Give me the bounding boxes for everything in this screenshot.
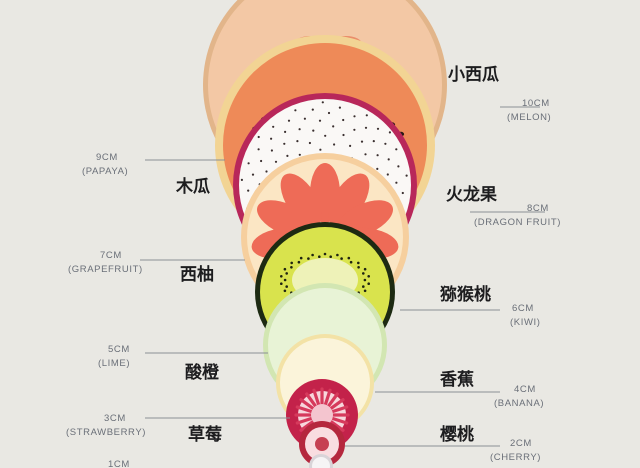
label-size-dragon-fruit: 8CM: [527, 203, 549, 214]
label-en-lime: (LIME): [98, 358, 130, 369]
label-blueberry: 1CM: [108, 459, 130, 468]
label-cn-papaya: 木瓜: [175, 176, 210, 197]
label-cn-grapefruit: 西柚: [180, 264, 214, 285]
label-size-banana: 4CM: [514, 384, 536, 395]
label-strawberry: 3CM (STRAWBERRY) 草莓: [66, 413, 222, 445]
label-cn-dragon-fruit: 火龙果: [446, 184, 497, 205]
label-cn-strawberry: 草莓: [188, 425, 222, 445]
blueberry-circle: [309, 454, 333, 468]
label-banana: 香蕉 4CM (BANANA): [440, 370, 544, 409]
label-cn-melon: 小西瓜: [448, 65, 499, 85]
label-lime: 5CM (LIME) 酸橙: [98, 344, 220, 383]
label-en-papaya: (PAPAYA): [82, 166, 128, 177]
label-en-kiwi: (KIWI): [510, 317, 541, 328]
label-kiwi: 猕猴桃 6CM (KIWI): [440, 284, 541, 328]
label-size-papaya: 9CM: [96, 152, 118, 163]
label-en-banana: (BANANA): [494, 398, 544, 409]
label-cn-lime: 酸橙: [185, 362, 220, 383]
label-en-dragon-fruit: (DRAGON FRUIT): [474, 217, 561, 228]
label-cn-banana: 香蕉: [440, 370, 474, 390]
label-size-lime: 5CM: [108, 344, 130, 355]
label-en-cherry: (CHERRY): [490, 452, 541, 463]
label-en-melon: (MELON): [507, 112, 551, 123]
label-size-melon: 10CM: [522, 98, 550, 109]
label-en-grapefruit: (GRAPEFRUIT): [68, 264, 143, 275]
leader-lines: [140, 106, 545, 447]
cherry-circle: [299, 421, 345, 467]
label-papaya: 9CM (PAPAYA) 木瓜: [82, 152, 210, 197]
label-en-strawberry: (STRAWBERRY): [66, 427, 146, 438]
label-size-cherry: 2CM: [510, 438, 532, 449]
label-size-kiwi: 6CM: [512, 303, 534, 314]
label-dragon-fruit: 火龙果 8CM (DRAGON FRUIT): [446, 184, 561, 228]
label-size-grapefruit: 7CM: [100, 250, 122, 261]
label-melon: 小西瓜 10CM (MELON): [448, 65, 551, 123]
label-grapefruit: 7CM (GRAPEFRUIT) 西柚: [68, 250, 214, 285]
label-cn-kiwi: 猕猴桃: [440, 284, 491, 305]
label-size-strawberry: 3CM: [104, 413, 126, 424]
label-size-blueberry: 1CM: [108, 459, 130, 468]
label-cherry: 樱桃 2CM (CHERRY): [440, 424, 541, 463]
label-cn-cherry: 樱桃: [440, 424, 474, 445]
